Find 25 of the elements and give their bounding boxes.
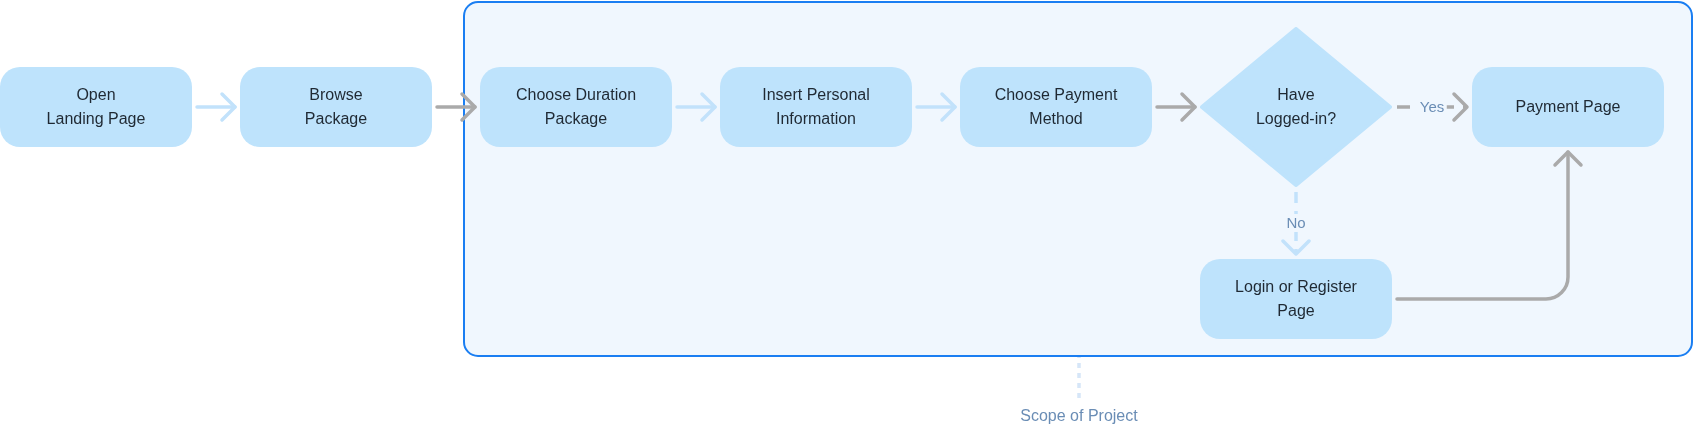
step-label: Choose Payment Method: [993, 85, 1119, 129]
process-step: [960, 67, 1152, 147]
step-label: Payment Page: [1515, 97, 1621, 117]
process-step: [720, 67, 912, 147]
scope-caption: Scope of Project: [979, 406, 1179, 426]
arrow: [915, 92, 957, 122]
process-step: [1472, 67, 1664, 147]
process-step: [1200, 259, 1392, 339]
arrow: [195, 92, 237, 122]
process-step: [0, 67, 192, 147]
leader-line: [1077, 357, 1081, 398]
arrow: [435, 92, 477, 122]
step-label: Choose Duration Package: [514, 85, 638, 129]
arrow: [675, 92, 717, 122]
arrow: [1395, 150, 1583, 301]
step-label: Open Landing Page: [46, 85, 146, 129]
process-step: [240, 67, 432, 147]
scope-region: [463, 1, 1693, 357]
arrow: [1281, 192, 1311, 256]
step-label: Insert Personal Information: [761, 85, 871, 129]
step-label: Login or Register Page: [1234, 277, 1358, 321]
process-step: [480, 67, 672, 147]
decision-label: Have Logged-in?: [1254, 85, 1338, 129]
step-label: Browse Package: [303, 85, 369, 129]
arrow: [1155, 92, 1197, 122]
